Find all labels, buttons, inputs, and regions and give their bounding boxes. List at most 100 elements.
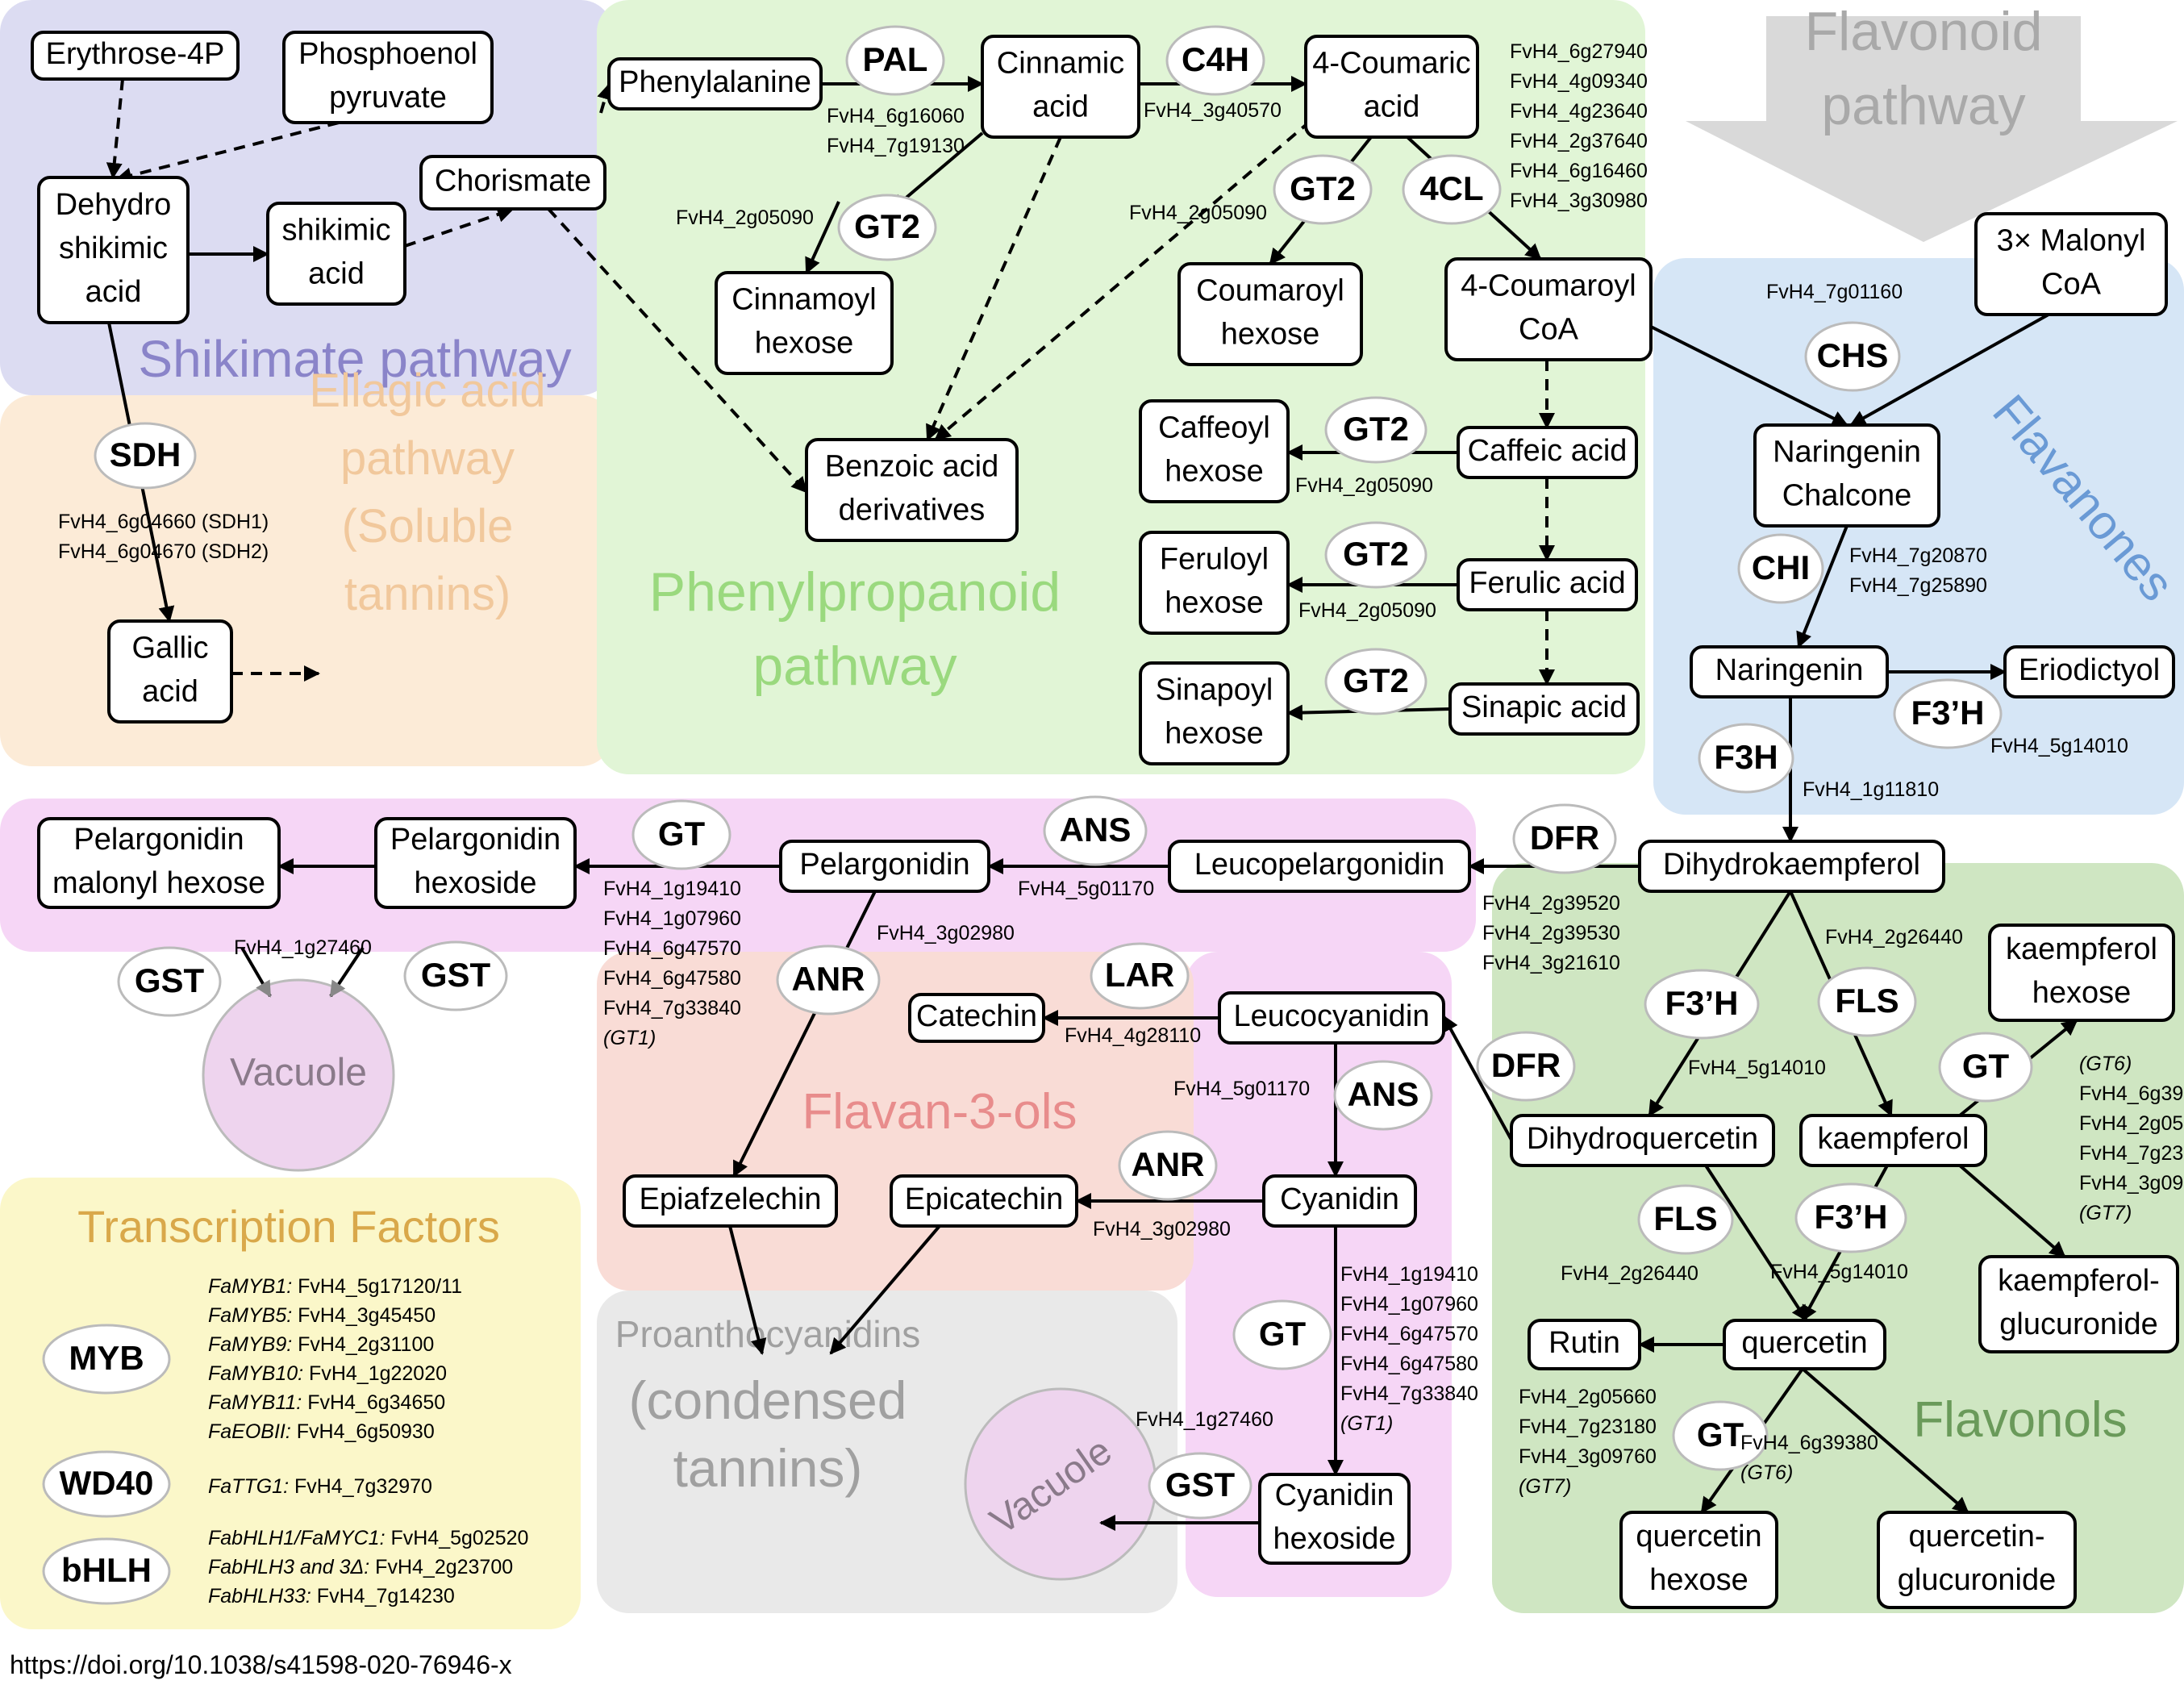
- compound-label-sinapic: Sinapic acid: [1461, 690, 1627, 724]
- gene-list-chs: FvH4_7g01160: [1766, 281, 1903, 303]
- reaction-arrow: [934, 119, 1312, 441]
- enzyme-gt2b: GT2: [1273, 154, 1373, 225]
- compound-label-ferulic: Ferulic acid: [1469, 566, 1625, 600]
- reaction-arrow: [547, 207, 808, 494]
- compound-epicatechin: Epicatechin: [890, 1174, 1078, 1228]
- compound-ferulic: Ferulic acid: [1457, 558, 1638, 611]
- enzyme-label-fls1: FLS: [1835, 982, 1898, 1020]
- enzyme-gt1: GT: [631, 799, 731, 870]
- region-ellagic-bg: [0, 395, 613, 766]
- enzyme-label-lar: LAR: [1105, 956, 1174, 994]
- reaction-arrow: [805, 201, 840, 274]
- enzyme-label-dfr1: DFR: [1530, 819, 1599, 857]
- enzyme-anr2: ANR: [1118, 1130, 1218, 1201]
- reaction-arrow: [732, 890, 877, 1178]
- tf-member: FaMYB5: FvH4_3g45450: [208, 1304, 436, 1327]
- enzyme-label-gt1: GT: [658, 815, 706, 853]
- compound-naringenin: Naringenin: [1690, 645, 1889, 698]
- gene-list-gt5b: FvH4_6g39380(GT6): [1740, 1432, 1878, 1484]
- gene-list-ans1: FvH4_5g01170: [1018, 878, 1154, 900]
- enzyme-fls1: FLS: [1817, 966, 1917, 1037]
- enzyme-dfr1: DFR: [1512, 803, 1617, 874]
- reaction-arrow: [1796, 525, 1848, 648]
- gene-list-lar: FvH4_4g28110: [1065, 1024, 1201, 1047]
- compound-kaempferolglucuronide: kaempferol-glucuronide: [1978, 1255, 2179, 1353]
- enzyme-gt2c: GT2: [1324, 396, 1428, 464]
- reaction-arrow: [926, 136, 1062, 441]
- enzyme-gst3: GST: [1148, 1452, 1252, 1520]
- enzyme-label-anr2: ANR: [1132, 1145, 1205, 1183]
- tf-member: FaMYB10: FvH4_1g22020: [208, 1362, 447, 1385]
- enzyme-label-gt4: GT: [1962, 1047, 2010, 1085]
- region-label-transcription: Transcription Factors: [77, 1201, 500, 1252]
- enzyme-label-ans1: ANS: [1060, 811, 1132, 849]
- compound-label-dihydrokaempferol: Dihydrokaempferol: [1663, 848, 1920, 882]
- enzyme-gt3: GT: [1232, 1299, 1332, 1370]
- compound-pelargonidin: Pelargonidin: [779, 840, 990, 893]
- compound-label-caffeic: Caffeic acid: [1468, 434, 1628, 468]
- source-doi: https://doi.org/10.1038/s41598-020-76946…: [10, 1650, 512, 1679]
- compound-label-pelargonidin: Pelargonidin: [799, 848, 969, 882]
- enzyme-anr1: ANR: [776, 944, 881, 1015]
- enzyme-label-gst2: GST: [421, 956, 491, 994]
- enzyme-c4h: C4H: [1165, 25, 1265, 96]
- gene-list-gt2a: FvH4_2g05090: [676, 206, 814, 229]
- compound-label-leucopelargonidin: Leucopelargonidin: [1194, 848, 1445, 882]
- compound-dihydrokaempferol: Dihydrokaempferol: [1638, 840, 1945, 893]
- tf-member: FaMYB9: FvH4_2g31100: [208, 1333, 434, 1356]
- compound-caffeic: Caffeic acid: [1457, 426, 1638, 479]
- enzyme-f3ph1: F3’H: [1893, 678, 2003, 749]
- tf-family-label: MYB: [69, 1339, 144, 1377]
- tf-family-wd40: WD40: [42, 1450, 171, 1518]
- enzyme-label-cl4: 4CL: [1419, 169, 1483, 207]
- enzyme-label-gt2c: GT2: [1343, 410, 1409, 448]
- compound-label-quercetinglucuronide: quercetin-glucuronide: [1898, 1520, 2056, 1597]
- gene-list-f3ph2: FvH4_5g14010: [1688, 1057, 1826, 1079]
- enzyme-gst1: GST: [117, 946, 222, 1017]
- gene-list-f3h: FvH4_1g11810: [1803, 778, 1939, 801]
- reaction-arrow: [1958, 1164, 2066, 1258]
- vacuole-1: [202, 978, 395, 1172]
- enzyme-label-fls2: FLS: [1653, 1199, 1717, 1237]
- enzyme-pal: PAL: [845, 25, 945, 96]
- enzyme-label-gt2d: GT2: [1343, 535, 1409, 573]
- vacuole-1-label: Vacuole: [230, 1052, 367, 1095]
- compound-label-dihydroquercetin: Dihydroquercetin: [1527, 1122, 1758, 1156]
- gene-list-gst: FvH4_1g27460: [234, 936, 372, 959]
- reaction-arrow: [1650, 325, 1848, 427]
- gene-list-gt2b: FvH4_2g05090: [1129, 202, 1267, 224]
- compound-label-leucocyanidin: Leucocyanidin: [1234, 999, 1430, 1033]
- tf-member: FaTTG1: FvH4_7g32970: [208, 1475, 432, 1498]
- region-label-flavan3ols: Flavan-3-ols: [802, 1084, 1077, 1140]
- region-label-shikimate: Shikimate pathway: [138, 330, 571, 388]
- region-transcription-bg: [0, 1178, 581, 1629]
- region-label-flavonols: Flavonols: [1913, 1392, 2127, 1448]
- reaction-arrow: [1704, 1164, 1808, 1322]
- enzyme-ans1: ANS: [1043, 795, 1148, 866]
- tf-family-bhlh: bHLH: [42, 1537, 171, 1605]
